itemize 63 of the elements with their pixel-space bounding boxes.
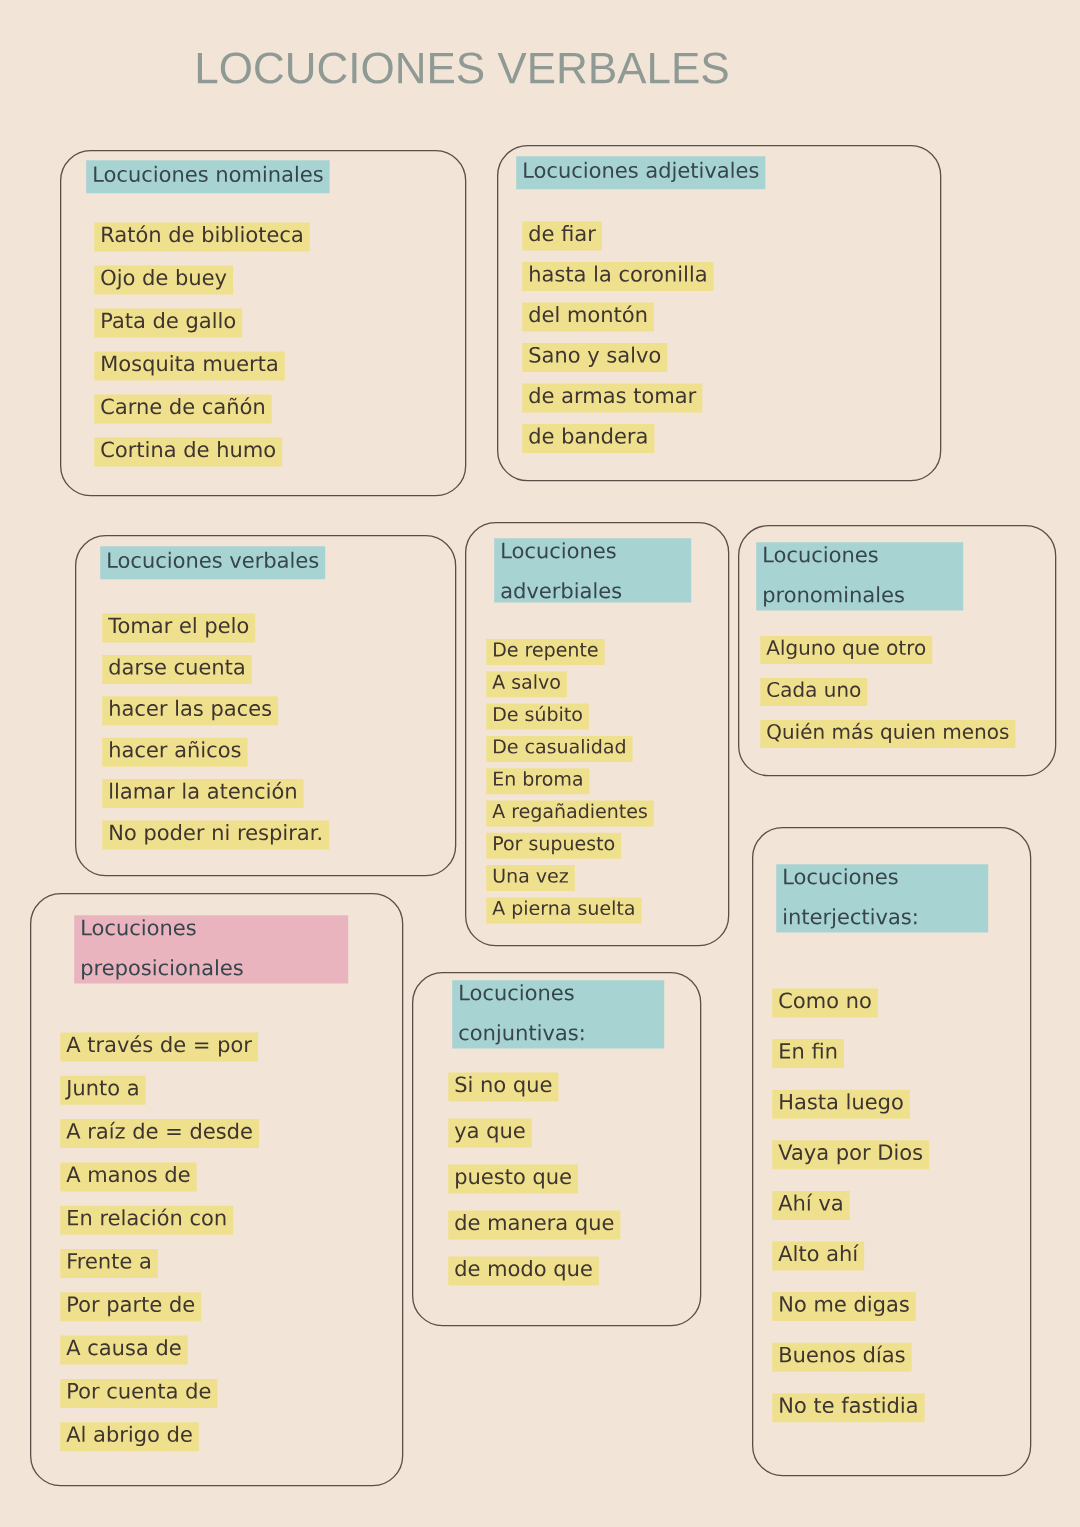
highlighted-item: hasta la coronilla: [522, 262, 714, 291]
highlighted-item: hacer las paces: [102, 696, 279, 726]
highlighted-item: No poder ni respirar.: [102, 820, 330, 850]
highlighted-item: Cortina de humo: [94, 437, 283, 467]
highlighted-item: Carne de cañón: [94, 394, 272, 424]
highlighted-item: De repente: [486, 639, 605, 665]
highlighted-item: Junto a: [60, 1075, 146, 1105]
highlighted-item: Cada uno: [760, 678, 868, 706]
highlighted-item: Quién más quien menos: [760, 720, 1016, 748]
highlighted-item: De súbito: [486, 703, 589, 730]
highlighted-item: de bandera: [522, 424, 655, 453]
page-title: LOCUCIONES VERBALES: [197, 52, 728, 84]
highlighted-item: Tomar el pelo: [102, 613, 256, 643]
highlighted-item: A regañadientes: [486, 800, 654, 827]
highlighted-item: Frente a: [60, 1249, 158, 1278]
highlighted-item: Alguno que otro: [760, 636, 933, 664]
highlighted-item: Sano y salvo: [522, 343, 668, 372]
highlighted-item: No te fastidia: [772, 1393, 925, 1423]
highlighted-heading: Locuciones preposicionales: [74, 915, 349, 984]
highlighted-heading: Locuciones interjectivas:: [776, 864, 989, 933]
highlighted-item: A pierna suelta: [486, 897, 642, 924]
highlighted-item: Ojo de buey: [94, 265, 233, 295]
highlighted-item: A manos de: [60, 1162, 197, 1192]
highlighted-item: de modo que: [448, 1256, 599, 1286]
highlighted-item: Hasta luego: [772, 1089, 910, 1119]
highlighted-item: En relación con: [60, 1205, 234, 1235]
highlighted-item: puesto que: [448, 1164, 578, 1194]
highlighted-item: Al abrigo de: [60, 1422, 199, 1452]
highlighted-heading: Locuciones conjuntivas:: [452, 980, 665, 1049]
highlighted-item: Mosquita muerta: [94, 351, 285, 381]
highlighted-item: Como no: [772, 988, 878, 1018]
highlighted-item: de armas tomar: [522, 383, 703, 413]
highlighted-item: Por cuenta de: [60, 1378, 218, 1408]
highlighted-item: darse cuenta: [102, 654, 252, 684]
highlighted-item: A salvo: [486, 671, 567, 698]
highlighted-item: llamar la atención: [102, 779, 304, 809]
highlighted-heading: Locuciones nominales: [86, 160, 330, 194]
highlighted-item: No me digas: [772, 1292, 916, 1322]
highlighted-item: Ahí va: [772, 1190, 850, 1220]
highlighted-item: de manera que: [448, 1210, 621, 1240]
highlighted-item: De casualidad: [486, 735, 633, 762]
highlighted-heading: Locuciones verbales: [100, 546, 326, 580]
highlighted-heading: Locuciones adjetivales: [516, 156, 766, 190]
highlighted-item: Por supuesto: [486, 832, 622, 859]
highlighted-item: Por parte de: [60, 1292, 202, 1322]
highlighted-item: A raíz de = desde: [60, 1119, 259, 1149]
highlighted-item: Buenos días: [772, 1342, 912, 1372]
highlighted-item: En fin: [772, 1039, 844, 1069]
highlighted-item: A través de = por: [60, 1032, 258, 1062]
highlighted-item: Una vez: [486, 865, 575, 892]
highlighted-heading: Locuciones adverbiales: [494, 538, 692, 603]
highlighted-item: hacer añicos: [102, 737, 248, 767]
highlighted-item: Pata de gallo: [94, 308, 243, 338]
highlighted-item: Vaya por Dios: [772, 1140, 930, 1170]
highlighted-item: Alto ahí: [772, 1241, 865, 1271]
highlighted-item: En broma: [486, 768, 590, 795]
highlighted-item: Ratón de biblioteca: [94, 222, 310, 252]
highlighted-item: ya que: [448, 1118, 532, 1148]
highlighted-heading: Locuciones pronominales: [756, 542, 964, 611]
highlighted-item: A causa de: [60, 1335, 188, 1365]
highlighted-item: del montón: [522, 302, 654, 332]
highlighted-item: Si no que: [448, 1072, 559, 1102]
highlighted-item: de fiar: [522, 221, 602, 251]
